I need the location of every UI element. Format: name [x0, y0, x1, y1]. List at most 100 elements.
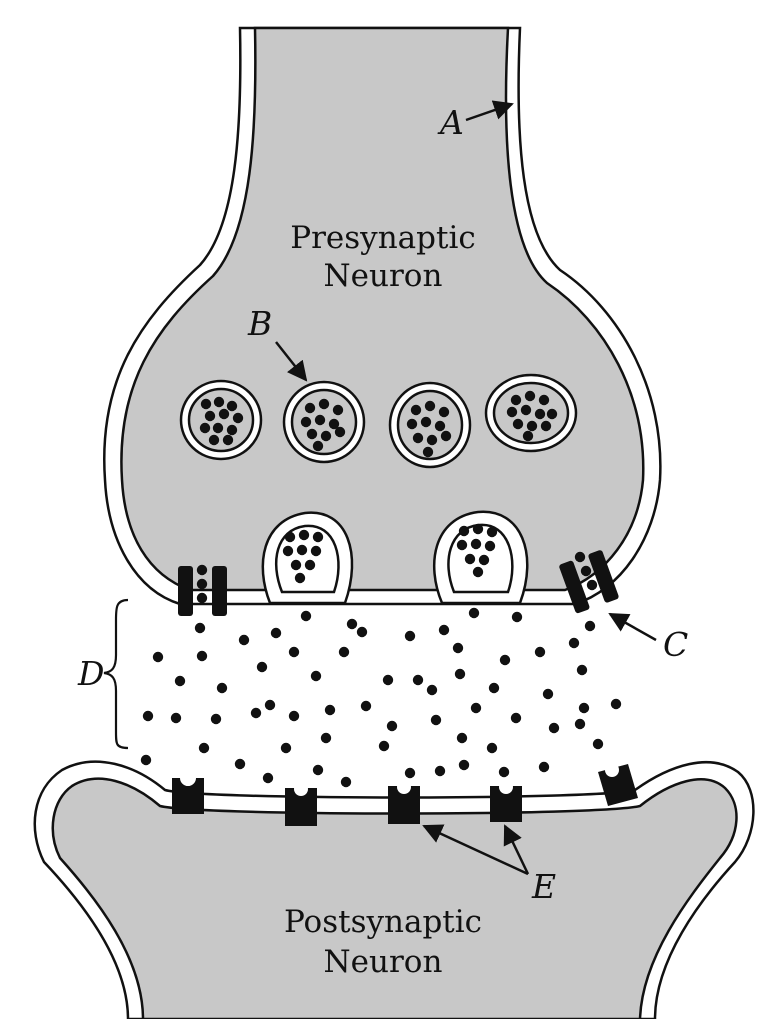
neurotransmitter-molecule — [426, 684, 438, 696]
neurotransmitter-molecule — [468, 607, 480, 619]
callout-a-arrow — [465, 100, 514, 122]
neurotransmitter-molecule — [152, 651, 164, 663]
neurotransmitter-molecule — [478, 554, 490, 566]
neurotransmitter-molecule — [300, 416, 312, 428]
neurotransmitter-molecule — [234, 758, 246, 770]
neurotransmitter-molecule — [426, 434, 438, 446]
neurotransmitter-molecule — [456, 539, 468, 551]
neurotransmitter-molecule — [511, 611, 523, 623]
exocytosis-bud-inner — [274, 524, 340, 594]
neurotransmitter-molecule — [472, 523, 484, 535]
neurotransmitter-molecule — [499, 654, 511, 666]
neurotransmitter-molecule — [538, 761, 550, 773]
callout-a: A — [437, 103, 464, 142]
neurotransmitter-molecule — [578, 702, 590, 714]
callout-e: E — [531, 867, 556, 906]
neurotransmitter-molecule — [486, 742, 498, 754]
neurotransmitter-molecule — [310, 545, 322, 557]
neurotransmitter-molecule — [338, 646, 350, 658]
neurotransmitter-molecule — [304, 402, 316, 414]
neurotransmitter-molecule — [546, 408, 558, 420]
neurotransmitter-molecule — [288, 646, 300, 658]
neurotransmitter-molecule — [412, 674, 424, 686]
neurotransmitter-molecule — [420, 416, 432, 428]
neurotransmitter-molecule — [430, 714, 442, 726]
neurotransmitter-molecule — [328, 418, 340, 430]
neurotransmitter-molecule — [306, 428, 318, 440]
neurotransmitter-molecule — [540, 420, 552, 432]
receptor — [172, 778, 204, 814]
neurotransmitter-molecule — [300, 610, 312, 622]
receptor-binding-site — [499, 780, 513, 794]
neurotransmitter-molecule — [520, 404, 532, 416]
neurotransmitter-molecule — [290, 559, 302, 571]
neurotransmitter-molecule — [232, 412, 244, 424]
neurotransmitter-molecule — [222, 434, 234, 446]
presynaptic-label-line1: Presynaptic — [290, 220, 475, 256]
neurotransmitter-molecule — [488, 682, 500, 694]
neurotransmitter-molecule — [434, 420, 446, 432]
neurotransmitter-molecule — [548, 722, 560, 734]
neurotransmitter-molecule — [199, 422, 211, 434]
neurotransmitter-molecule — [318, 398, 330, 410]
neurotransmitter-molecule — [454, 668, 466, 680]
neurotransmitter-molecule — [314, 414, 326, 426]
neurotransmitter-molecule — [512, 418, 524, 430]
neurotransmitter-molecule — [456, 732, 468, 744]
neurotransmitter-molecule — [526, 420, 538, 432]
synaptic-cleft-brace — [103, 598, 129, 750]
neurotransmitter-molecule — [586, 579, 598, 591]
neurotransmitter-molecule — [592, 738, 604, 750]
neurotransmitter-molecule — [288, 710, 300, 722]
neurotransmitter-molecule — [238, 634, 250, 646]
callout-e-arrow-1 — [422, 824, 529, 876]
neurotransmitter-molecule — [440, 430, 452, 442]
neurotransmitter-molecule — [312, 440, 324, 452]
neurotransmitter-molecule — [140, 754, 152, 766]
neurotransmitter-molecule — [506, 406, 518, 418]
neurotransmitter-molecule — [250, 707, 262, 719]
neurotransmitter-molecule — [340, 776, 352, 788]
postsynaptic-label-line1: Postsynaptic — [284, 904, 482, 940]
presynaptic-neuron — [103, 26, 662, 616]
neurotransmitter-molecule — [334, 426, 346, 438]
neurotransmitter-molecule — [320, 732, 332, 744]
neurotransmitter-molecule — [484, 540, 496, 552]
postsynaptic-label-line2: Neuron — [324, 944, 443, 980]
neurotransmitter-molecule — [574, 718, 586, 730]
neurotransmitter-molecule — [576, 664, 588, 676]
neurotransmitter-molecule — [256, 661, 268, 673]
neurotransmitter-molecule — [360, 700, 372, 712]
receptor-binding-site — [605, 763, 619, 777]
callout-c-arrow — [608, 612, 657, 642]
callout-c: C — [663, 625, 688, 664]
neurotransmitter-molecule — [270, 627, 282, 639]
neurotransmitter-molecule — [298, 529, 310, 541]
neurotransmitter-molecule — [312, 531, 324, 543]
neurotransmitter-molecule — [498, 766, 510, 778]
neurotransmitter-molecule — [200, 398, 212, 410]
neurotransmitter-molecule — [226, 400, 238, 412]
neurotransmitter-molecule — [510, 394, 522, 406]
receptor — [388, 786, 420, 824]
neurotransmitter-molecule — [412, 432, 424, 444]
neurotransmitter-molecule — [296, 544, 308, 556]
neurotransmitter-molecule — [524, 390, 536, 402]
neurotransmitter-molecule — [580, 565, 592, 577]
callout-b-arrow — [275, 341, 308, 382]
receptor-binding-site — [181, 772, 195, 786]
neurotransmitter-molecule — [584, 620, 596, 632]
neurotransmitter-molecule — [458, 759, 470, 771]
neurotransmitter-molecule — [194, 622, 206, 634]
neurotransmitter-molecule — [534, 408, 546, 420]
neurotransmitter-molecule — [212, 422, 224, 434]
neurotransmitter-molecule — [424, 400, 436, 412]
neurotransmitter-molecule — [294, 572, 306, 584]
neurotransmitter-molecule — [304, 559, 316, 571]
reuptake-channel — [178, 566, 227, 616]
presynaptic-label-line2: Neuron — [324, 258, 443, 294]
neurotransmitter-molecule — [410, 404, 422, 416]
neurotransmitter-molecule — [262, 772, 274, 784]
neurotransmitter-molecule — [312, 764, 324, 776]
receptor-binding-site — [294, 782, 308, 796]
